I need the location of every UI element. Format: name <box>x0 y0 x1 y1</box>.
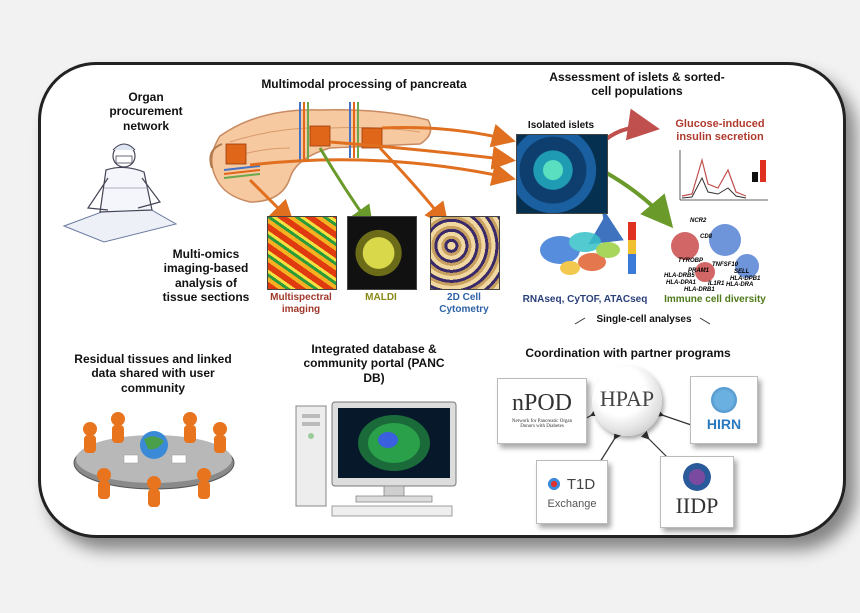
singlecell-label: Single-cell analyses <box>596 314 692 325</box>
organ-procurement-title: Organ procurement network <box>109 90 183 133</box>
immune-gene-hla-dra: HLA-DRA <box>726 282 754 288</box>
isolated-islets-image <box>516 134 608 214</box>
cytometry-image <box>430 216 500 290</box>
single-cell-brackets <box>574 317 711 325</box>
assessment-title: Assessment of islets & sorted-cell popul… <box>549 70 725 99</box>
hirn-globe-icon <box>711 387 737 413</box>
maldi-image <box>347 216 417 290</box>
immune-gene-hla-dpb1: HLA-DPB1 <box>730 276 761 282</box>
hpap-logo-text: HPAP <box>599 386 655 411</box>
green-arrow-immune <box>604 170 674 229</box>
immune-label: Immune cell diversity <box>664 294 766 305</box>
immune-gene-hla-drb5: HLA-DRB5 <box>664 273 695 279</box>
surgeon-illustration <box>62 143 178 243</box>
immune-gene-sell: SELL <box>734 269 750 275</box>
orange-arrow-multispectral <box>248 178 295 225</box>
red-arrow-gsis <box>603 108 660 142</box>
iidp-islet-icon <box>683 463 711 491</box>
rnaseq-label: RNAseq, CyTOF, ATACseq <box>522 294 648 305</box>
orange-arrow-cytometry <box>378 146 449 227</box>
t1d-dots-icon <box>547 477 561 491</box>
t1d-logo-subtitle: Exchange <box>547 498 597 510</box>
database-title: Integrated database & community portal (… <box>303 342 445 385</box>
immune-gene-pram1: PRAM1 <box>688 268 710 274</box>
immune-gene-cd8: CD8 <box>700 234 713 240</box>
gsis-plot <box>672 148 772 208</box>
isolated-islets-label: Isolated islets <box>527 120 595 131</box>
hirn-logo-box: HIRN <box>690 376 758 444</box>
immune-gene-hla-drb1: HLA-DRB1 <box>684 287 715 293</box>
npod-logo-subtitle: Network for Pancreatic Organ Donors with… <box>511 419 573 429</box>
hpap-logo: HPAP <box>592 366 662 436</box>
hirn-logo-text: HIRN <box>706 416 742 432</box>
orange-flow-arrows <box>249 123 516 186</box>
iidp-logo-box: IIDP <box>660 456 734 528</box>
immune-gene-hla-dpa1: HLA-DPA1 <box>666 280 696 286</box>
immune-gene-tnfsf10: TNFSF10 <box>712 262 739 268</box>
immune-gene-tyrobp: TYROBP <box>678 258 704 264</box>
immune-gene-il1r1: IL1R1 <box>708 281 725 287</box>
user-community-illustration <box>73 412 235 507</box>
cytometry-label: 2D Cell Cytometry <box>439 292 489 315</box>
multispectral-label: Multispectral imaging <box>270 292 332 315</box>
multiomics-title: Multi-omics imaging-based analysis of ti… <box>162 247 250 305</box>
t1d-logo-text: T1D <box>566 476 596 493</box>
npod-logo-box: nPOD Network for Pancreatic Organ Donors… <box>497 378 587 444</box>
t1d-logo-box: T1D Exchange <box>536 460 608 524</box>
immune-plot <box>671 224 759 282</box>
residual-title: Residual tissues and linked data shared … <box>74 352 232 395</box>
multispectral-image <box>267 216 337 290</box>
immune-gene-ncr2: NCR2 <box>690 218 707 224</box>
maldi-label: MALDI <box>365 292 397 303</box>
tsne-plot <box>540 222 636 275</box>
coordination-title: Coordination with partner programs <box>525 346 731 360</box>
multimodal-title: Multimodal processing of pancreata <box>261 77 467 91</box>
gsis-label: Glucose-induced insulin secretion <box>675 118 765 144</box>
computer-illustration <box>295 401 457 517</box>
npod-logo-text: nPOD <box>511 390 572 416</box>
iidp-logo-text: IIDP <box>675 493 719 518</box>
